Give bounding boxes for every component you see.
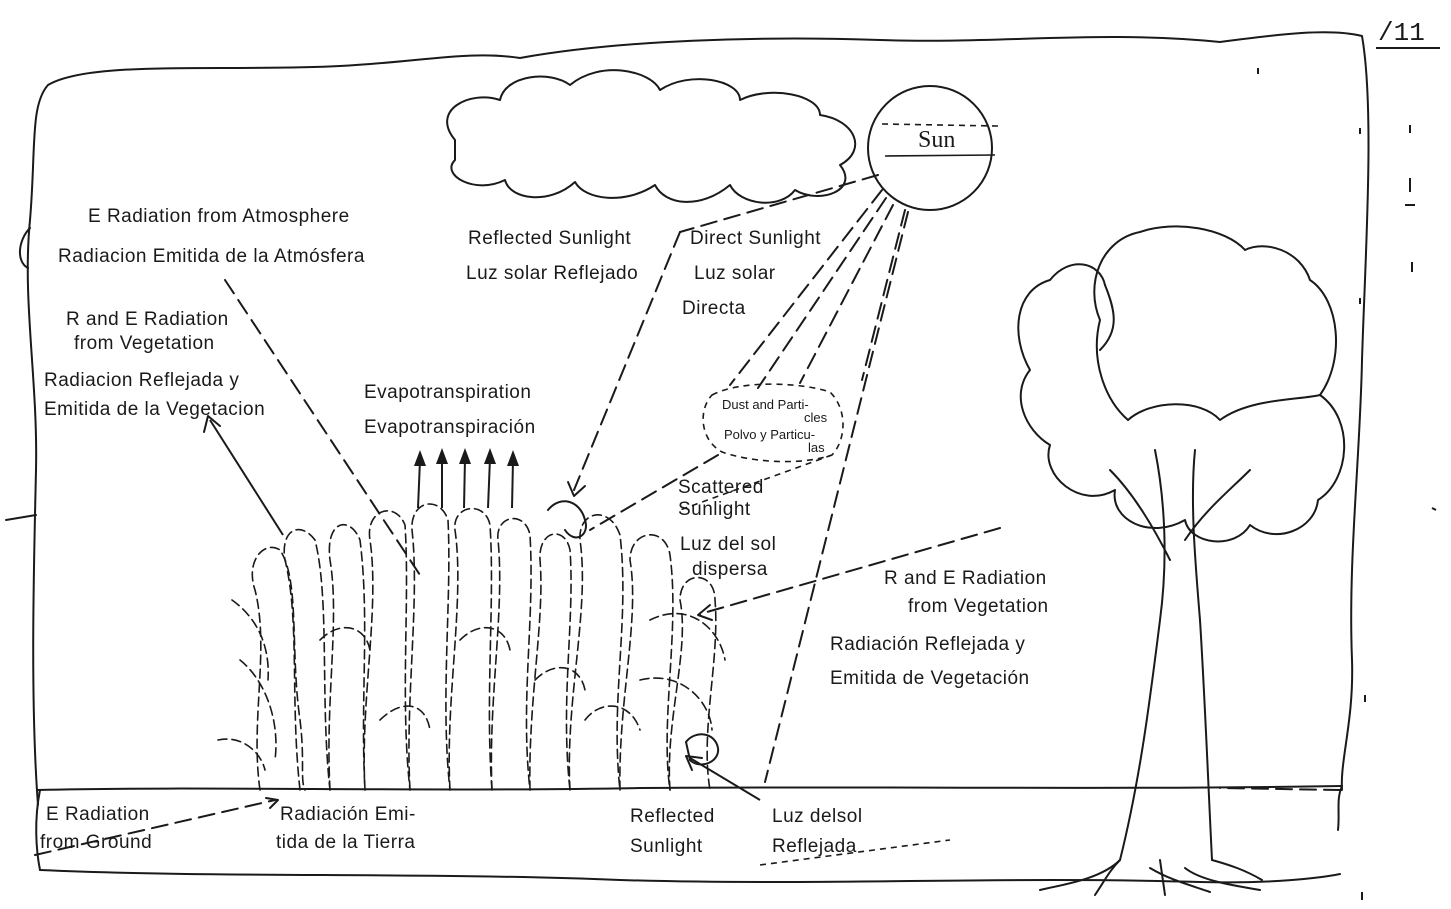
e-radiation-atmosphere-en: E Radiation from Atmosphere xyxy=(88,206,350,227)
dust-particles-en: Dust and Parti- xyxy=(722,397,809,412)
direct-sunlight-en: Direct Sunlight xyxy=(690,228,821,249)
sun-label: Sun xyxy=(918,127,955,153)
scattered-sunlight-en-2: Sunlight xyxy=(678,499,751,520)
page-number: /11 xyxy=(1378,18,1425,48)
vegetation-clump xyxy=(218,501,725,790)
e-radiation-ground-en-2: from Ground xyxy=(40,832,152,853)
scattered-sunlight-es-2: dispersa xyxy=(692,559,768,580)
reflected-sunlight-ground-es-2: Reflejada xyxy=(772,836,857,857)
veg-left-arrow xyxy=(210,420,283,535)
re-vegetation-right-en-1: R and E Radiation xyxy=(884,568,1047,589)
e-radiation-ground-es-2: tida de la Tierra xyxy=(276,832,415,853)
reflected-sunlight-en: Reflected Sunlight xyxy=(468,228,631,249)
sun-line-top xyxy=(882,124,998,126)
tree-trunk xyxy=(1040,450,1260,892)
e-radiation-ground-es-1: Radiación Emi- xyxy=(280,804,416,825)
re-vegetation-left-es-1: Radiacion Reflejada y xyxy=(44,370,239,391)
dust-particles-en-2: cles xyxy=(804,410,828,425)
direct-sunlight-es-1: Luz solar xyxy=(694,263,776,284)
e-radiation-ground-en-1: E Radiation xyxy=(46,804,150,825)
scattered-sunlight-es-1: Luz del sol xyxy=(680,534,776,555)
evapotranspiration-en: Evapotranspiration xyxy=(364,382,531,403)
re-vegetation-right-es-2: Emitida de Vegetación xyxy=(830,668,1030,689)
cloud xyxy=(447,70,855,203)
reflected-sunlight-es: Luz solar Reflejado xyxy=(466,263,638,284)
reflected-sunlight-ground-en-1: Reflected xyxy=(630,806,715,827)
re-vegetation-left-en-2: from Vegetation xyxy=(74,333,215,354)
ground-reflect-arrow xyxy=(690,758,760,800)
scattered-sunlight-en-1: Scattered xyxy=(678,477,764,498)
ground-top-line xyxy=(38,786,1342,790)
tree xyxy=(1018,226,1344,895)
ground-bottom-line xyxy=(40,870,1340,882)
tree-canopy xyxy=(1018,226,1344,541)
direct-sunlight-es-2: Directa xyxy=(682,298,746,319)
dust-particles-es-2: las xyxy=(808,440,825,455)
reflected-sunlight-ground-es-1: Luz delsol xyxy=(772,806,863,827)
evapotranspiration-arrows xyxy=(414,448,519,508)
re-vegetation-left-en-1: R and E Radiation xyxy=(66,309,229,330)
dust-particles-es: Polvo y Particu- xyxy=(724,427,815,442)
evapotranspiration-es: Evapotranspiración xyxy=(364,417,536,438)
margin-marks xyxy=(1258,68,1436,900)
e-radiation-atmosphere-es: Radiacion Emitida de la Atmósfera xyxy=(58,246,365,267)
left-edge-mark xyxy=(6,515,36,520)
reflected-sunlight-ground-en-2: Sunlight xyxy=(630,836,703,857)
sun-line-bottom xyxy=(885,155,995,156)
re-vegetation-right-es-1: Radiación Reflejada y xyxy=(830,634,1025,655)
ground-right-edge xyxy=(1338,786,1342,830)
re-vegetation-right-en-2: from Vegetation xyxy=(908,596,1049,617)
re-vegetation-left-es-2: Emitida de la Vegetacion xyxy=(44,399,265,420)
